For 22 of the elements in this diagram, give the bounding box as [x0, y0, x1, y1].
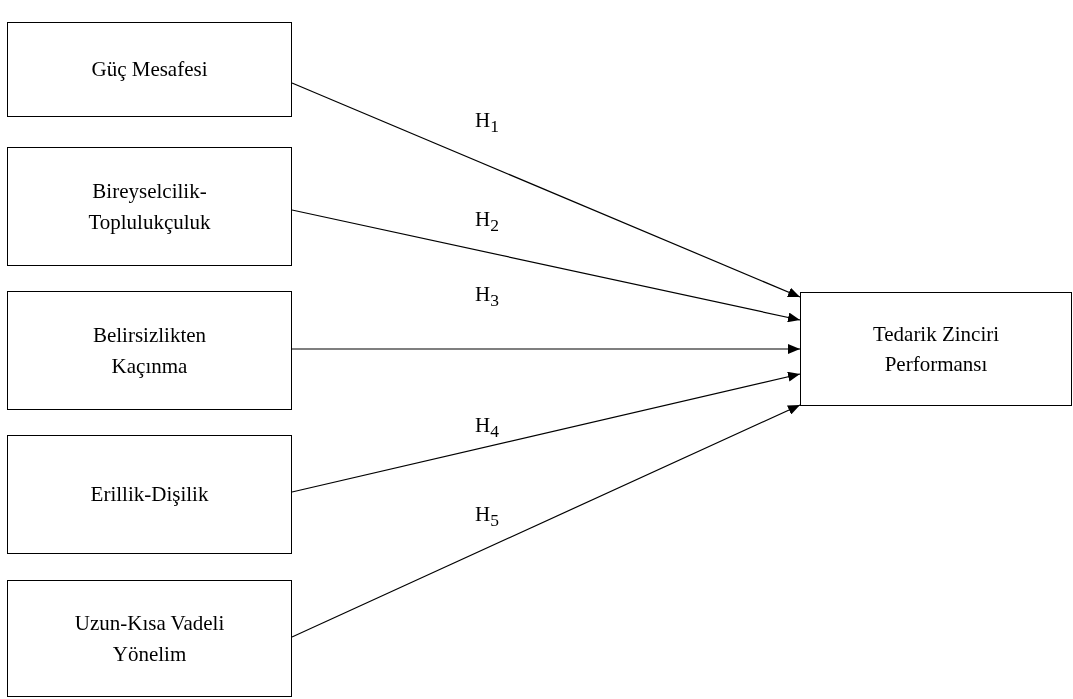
arrow [291, 209, 801, 323]
concept-box [7, 291, 292, 410]
edge-label: H$_{4}$ [475, 415, 499, 441]
box-label: Güç Mesafesi [90, 56, 209, 84]
edge-label: H$_{1}$ [475, 110, 499, 136]
arrow [291, 371, 801, 493]
arrow [291, 82, 801, 298]
edge-label: H$_{3}$ [475, 284, 499, 310]
concept-box [7, 435, 292, 554]
concept-box [7, 147, 292, 266]
concept-box [800, 292, 1072, 406]
box-label: Bireyselcilik- Toplulukçuluk [87, 178, 212, 236]
concept-box [7, 22, 292, 117]
edge-label: H$_{5}$ [475, 504, 499, 530]
concept-box [7, 580, 292, 697]
box-label: Uzun-Kısa Vadeli Yönelim [73, 610, 226, 668]
box-label: Belirsizlikten Kaçınma [91, 322, 208, 380]
edge-label: H$_{2}$ [475, 209, 499, 235]
arrow [291, 404, 801, 638]
box-label: Tedarik Zinciri Performansı [871, 320, 1001, 378]
arrow [291, 344, 801, 354]
box-label: Erillik-Dişilik [89, 481, 210, 509]
